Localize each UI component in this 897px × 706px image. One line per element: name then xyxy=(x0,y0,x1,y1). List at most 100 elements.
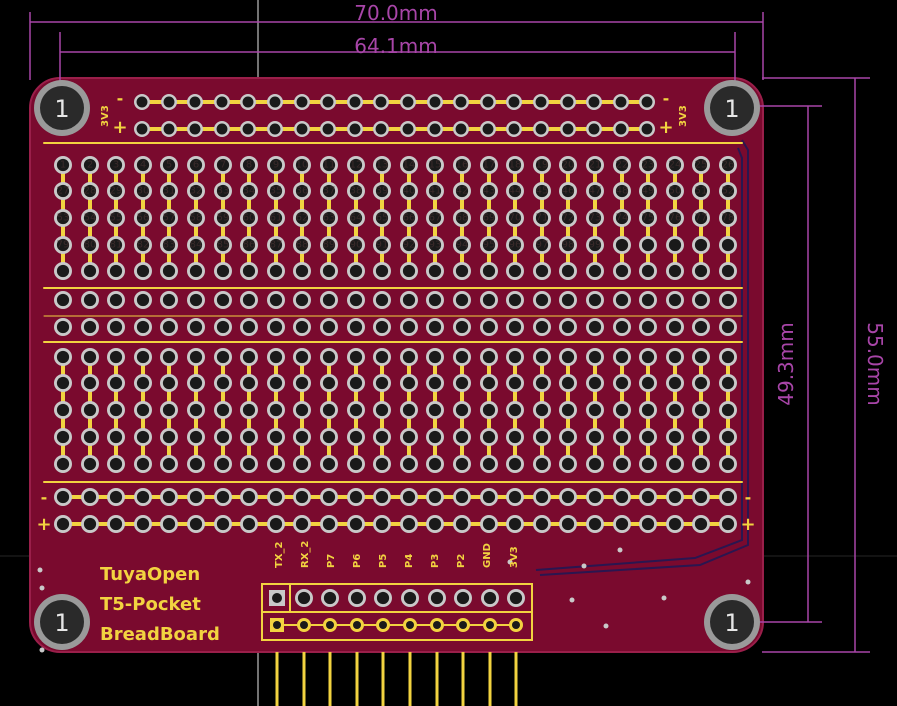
pad-drill xyxy=(402,211,416,225)
block-pad xyxy=(134,401,152,419)
pad-drill xyxy=(269,350,283,364)
block-pad xyxy=(506,348,524,366)
pad-drill xyxy=(269,457,283,471)
block-pad xyxy=(107,374,125,392)
pad-drill xyxy=(428,184,442,198)
hole-number: 20 xyxy=(562,160,575,171)
pad-drill xyxy=(242,350,256,364)
pad-drill xyxy=(562,123,574,135)
pad-drill xyxy=(694,320,708,334)
block-pad xyxy=(453,262,471,280)
pin-drill xyxy=(300,621,308,629)
block-pad xyxy=(639,348,657,366)
rail-pad xyxy=(453,515,471,533)
free-pad xyxy=(54,318,72,336)
pad-drill xyxy=(615,430,629,444)
pad-drill xyxy=(189,403,203,417)
pad-drill xyxy=(109,430,123,444)
pad-drill xyxy=(402,123,414,135)
hole-number: 34 xyxy=(243,186,256,197)
rail-bottom-plus-right: + xyxy=(740,514,755,535)
block-pad xyxy=(559,428,577,446)
pad-drill xyxy=(322,430,336,444)
pad-drill xyxy=(508,320,522,334)
pad-drill xyxy=(641,96,653,108)
hole-number: 29 xyxy=(110,186,123,197)
rail-pad xyxy=(187,121,203,137)
free-pad xyxy=(373,318,391,336)
pad-drill xyxy=(83,264,97,278)
rail-pad xyxy=(480,488,498,506)
pad-drill xyxy=(375,430,389,444)
pad-drill xyxy=(295,350,309,364)
pin-label-p4: P4 xyxy=(404,554,415,568)
pad-drill xyxy=(430,591,444,605)
block-pad xyxy=(347,262,365,280)
board-title-line-1: TuyaOpen xyxy=(100,564,200,585)
pad-drill xyxy=(561,430,575,444)
pad-drill xyxy=(508,264,522,278)
pad-drill xyxy=(269,238,283,252)
block-pad xyxy=(506,428,524,446)
free-pad xyxy=(453,291,471,309)
rail-pad xyxy=(214,94,230,110)
rail-pad xyxy=(666,515,684,533)
pad-drill xyxy=(162,264,176,278)
block-pad xyxy=(559,182,577,200)
block-pad xyxy=(267,374,285,392)
pad-drill xyxy=(322,376,336,390)
block-pad xyxy=(533,401,551,419)
pad-drill xyxy=(668,517,682,531)
pad-drill xyxy=(482,264,496,278)
pad-drill xyxy=(109,403,123,417)
pad-drill xyxy=(216,123,228,135)
header-pad-square xyxy=(269,590,285,606)
free-pad xyxy=(160,291,178,309)
pad-drill xyxy=(668,158,682,172)
block-pad xyxy=(240,348,258,366)
pad-drill xyxy=(295,376,309,390)
block-pad xyxy=(506,262,524,280)
pad-drill xyxy=(162,238,176,252)
pad-drill xyxy=(641,376,655,390)
pad-drill xyxy=(322,264,336,278)
block-pad xyxy=(666,455,684,473)
pad-drill xyxy=(535,238,549,252)
block-pad xyxy=(506,401,524,419)
pad-drill xyxy=(456,591,470,605)
pad-drill xyxy=(561,457,575,471)
pad-drill xyxy=(668,184,682,198)
block-pad xyxy=(453,348,471,366)
block-pad xyxy=(160,209,178,227)
pad-drill xyxy=(242,184,256,198)
block-pad xyxy=(480,182,498,200)
hole-number: 21 xyxy=(589,160,602,171)
block-pad xyxy=(267,428,285,446)
block-pad xyxy=(214,236,232,254)
rail-pad xyxy=(267,515,285,533)
block-pad xyxy=(240,156,258,174)
block-pad xyxy=(453,401,471,419)
hole-number: 99 xyxy=(589,240,602,251)
pad-drill xyxy=(136,430,150,444)
block-pad xyxy=(81,262,99,280)
block-pad xyxy=(214,182,232,200)
block-pad xyxy=(453,455,471,473)
hole-number: 76 xyxy=(669,213,682,224)
pad-drill xyxy=(349,293,363,307)
pad-drill xyxy=(136,211,150,225)
header-pad xyxy=(348,589,366,607)
pad-drill xyxy=(455,238,469,252)
rail-pad xyxy=(267,488,285,506)
pad-drill xyxy=(109,517,123,531)
pad-drill xyxy=(694,457,708,471)
pad-drill xyxy=(295,211,309,225)
pad-drill xyxy=(615,320,629,334)
rail-pad xyxy=(347,488,365,506)
block-pad xyxy=(719,156,737,174)
pad-drill xyxy=(216,211,230,225)
pad-drill xyxy=(295,158,309,172)
pad-drill xyxy=(402,158,416,172)
pad-drill xyxy=(349,403,363,417)
pad-drill xyxy=(269,376,283,390)
